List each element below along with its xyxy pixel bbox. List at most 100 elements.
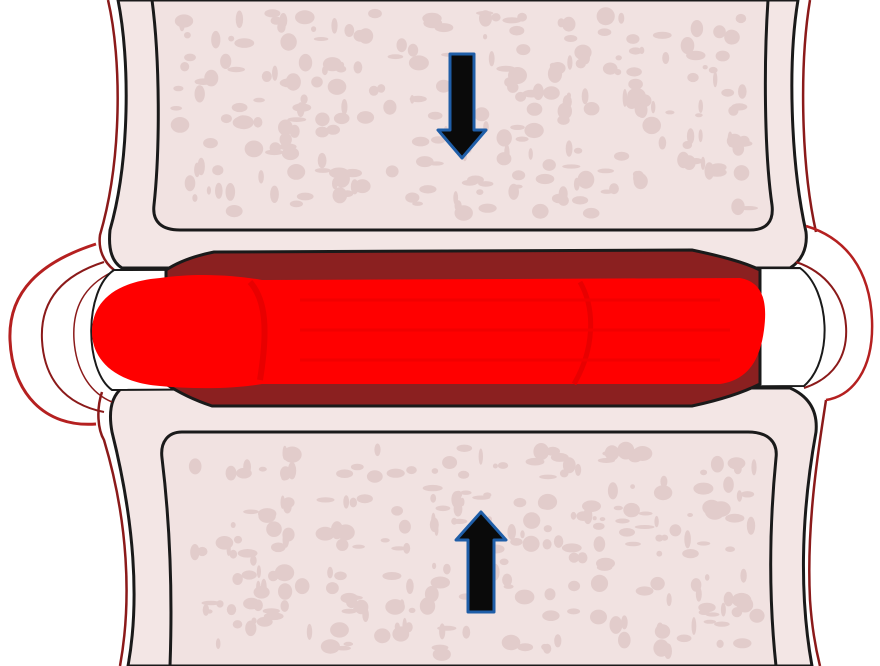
upper-bone-texture-blob	[245, 141, 264, 158]
lower-bone-texture-blob	[749, 609, 764, 623]
upper-bone-texture-blob	[738, 84, 747, 98]
lower-bone-texture-blob	[714, 622, 730, 627]
upper-bone-texture-blob	[453, 191, 458, 205]
upper-bone-texture-blob	[509, 26, 524, 36]
lower-bone-texture-blob	[610, 616, 623, 634]
upper-bone-texture-blob	[332, 178, 338, 189]
upper-bone-texture-blob	[476, 189, 483, 195]
upper-bone-texture-blob	[616, 55, 622, 60]
upper-bone-texture-blob	[265, 150, 283, 156]
upper-bone-texture-blob	[207, 186, 211, 194]
lower-bone-texture-blob	[538, 494, 557, 510]
upper-bone-texture-blob	[474, 107, 489, 121]
lower-bone-texture-blob	[576, 511, 589, 521]
lower-bone-texture-blob	[321, 639, 340, 653]
upper-bone-texture-blob	[701, 157, 705, 170]
lower-bone-texture-blob	[578, 552, 588, 563]
upper-bone-texture-blob	[173, 86, 183, 92]
upper-bone-texture-blob	[578, 171, 595, 189]
lower-bone-texture-blob	[623, 503, 640, 517]
lower-bone-texture-blob	[614, 506, 623, 511]
upper-bone-texture-blob	[215, 183, 223, 199]
lower-bone-texture-blob	[502, 574, 512, 587]
lower-bone-texture-blob	[189, 458, 202, 474]
lower-bone-texture-blob	[391, 506, 403, 516]
upper-bone-texture-blob	[491, 13, 500, 21]
upper-bone-texture-blob	[397, 38, 407, 52]
upper-bone-texture-blob	[512, 170, 525, 180]
upper-bone-texture-blob	[665, 110, 674, 114]
lower-bone-texture-blob	[382, 572, 401, 580]
lower-bone-texture-blob	[234, 536, 242, 544]
upper-bone-texture-blob	[567, 55, 572, 69]
lower-bone-texture-blob	[590, 610, 607, 625]
lower-bone-texture-blob	[295, 578, 310, 594]
lower-bone-texture-blob	[343, 495, 349, 508]
upper-bone-texture-blob	[728, 132, 733, 147]
upper-bone-texture-blob	[328, 79, 347, 95]
upper-bone-texture-blob	[386, 165, 399, 177]
lower-bone-texture-blob	[551, 453, 569, 462]
lower-bone-texture-blob	[336, 469, 353, 478]
upper-bone-texture-blob	[388, 54, 404, 59]
upper-bone-texture-blob	[550, 62, 566, 74]
lower-bone-texture-blob	[650, 577, 664, 590]
lower-bone-texture-blob	[747, 517, 755, 535]
upper-bone-texture-blob	[637, 103, 647, 118]
upper-bone-texture-blob	[419, 185, 436, 193]
upper-bone-texture-blob	[603, 63, 618, 75]
upper-bone-texture-blob	[626, 67, 642, 76]
lower-bone-texture-blob	[711, 501, 731, 517]
lower-bone-texture-blob	[618, 632, 631, 649]
lower-bone-texture-blob	[633, 446, 653, 461]
lower-bone-texture-blob	[542, 610, 559, 621]
lower-bone-texture-blob	[617, 442, 634, 460]
upper-bone-texture-blob	[264, 9, 280, 17]
upper-bone-texture-blob	[290, 125, 300, 138]
upper-bone-texture-blob	[369, 86, 379, 96]
upper-bone-texture-blob	[412, 137, 429, 147]
lower-bone-texture-blob	[281, 496, 285, 509]
upper-bone-texture-blob	[598, 28, 612, 36]
lower-bone-texture-blob	[243, 510, 259, 515]
lower-bone-texture-blob	[670, 524, 682, 536]
upper-bone-texture-blob	[171, 117, 190, 133]
lower-bone-texture-blob	[544, 525, 552, 532]
upper-bone-texture-blob	[262, 71, 272, 82]
upper-bone-texture-blob	[567, 93, 571, 99]
lower-bone-texture-blob	[436, 506, 451, 512]
lower-bone-texture-blob	[733, 638, 751, 648]
upper-bone-texture-blob	[713, 72, 717, 88]
upper-bone-texture-blob	[476, 11, 493, 15]
upper-bone-texture-blob	[597, 169, 614, 174]
lower-bone-texture-blob	[593, 523, 605, 530]
upper-bone-texture-blob	[175, 14, 193, 27]
lower-bone-texture-blob	[226, 466, 237, 481]
lower-bone-texture-blob	[693, 483, 713, 495]
lower-bone-texture-blob	[327, 567, 333, 579]
lower-bone-texture-blob	[231, 522, 236, 528]
upper-bone-texture-blob	[342, 190, 354, 197]
upper-bone-texture-blob	[297, 193, 314, 201]
lower-bone-texture-blob	[567, 608, 580, 614]
upper-bone-texture-blob	[272, 66, 278, 81]
lower-bone-texture-blob	[254, 600, 263, 612]
lower-bone-texture-blob	[704, 620, 716, 624]
lower-bone-texture-blob	[351, 464, 364, 471]
lower-bone-texture-blob	[594, 536, 606, 552]
lower-bone-texture-blob	[367, 470, 383, 482]
lower-bone-texture-blob	[317, 497, 335, 502]
lower-bone-texture-blob	[454, 502, 463, 517]
lower-bone-texture-blob	[216, 638, 221, 649]
upper-bone-texture-blob	[277, 22, 285, 33]
lower-bone-texture-blob	[602, 451, 612, 456]
lower-bone-texture-blob	[728, 457, 746, 469]
lower-bone-texture-blob	[409, 608, 416, 613]
lower-bone-texture-blob	[227, 604, 236, 615]
lower-bone-texture-blob	[541, 644, 548, 650]
lower-bone-texture-blob	[635, 525, 655, 529]
upper-bone-texture-blob	[315, 127, 329, 138]
lower-bone-texture-blob	[439, 623, 445, 639]
lower-bone-texture-blob	[462, 626, 470, 639]
upper-bone-texture-blob	[344, 24, 354, 37]
